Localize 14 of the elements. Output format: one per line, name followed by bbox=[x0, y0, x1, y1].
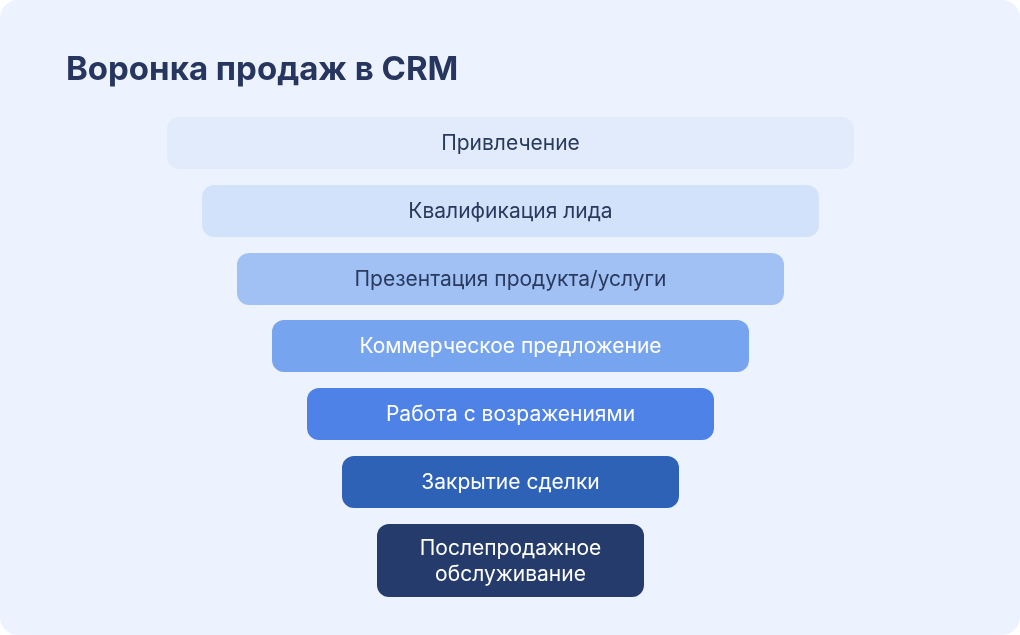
stage-label: Привлечение bbox=[441, 130, 580, 156]
funnel-stage-bar bbox=[307, 388, 714, 440]
funnel-stage-bar bbox=[237, 253, 784, 305]
stage-label: Коммерческое предложение bbox=[359, 333, 662, 359]
stage-label: Работа с возражениями bbox=[385, 401, 636, 427]
funnel-stage-bar bbox=[342, 456, 679, 508]
title: Воронка продаж в CRM bbox=[66, 48, 459, 88]
stage-label: Закрытие сделки bbox=[421, 469, 600, 495]
stage-label: Квалификация лида bbox=[408, 198, 613, 224]
stage-label: Презентация продукта/услуги bbox=[354, 266, 667, 292]
funnel-stage-bar bbox=[202, 185, 819, 237]
funnel-stage-bar bbox=[377, 524, 644, 597]
funnel-stage-bar bbox=[272, 320, 749, 372]
stage-label: Послепродажное обслуживание bbox=[418, 534, 603, 587]
